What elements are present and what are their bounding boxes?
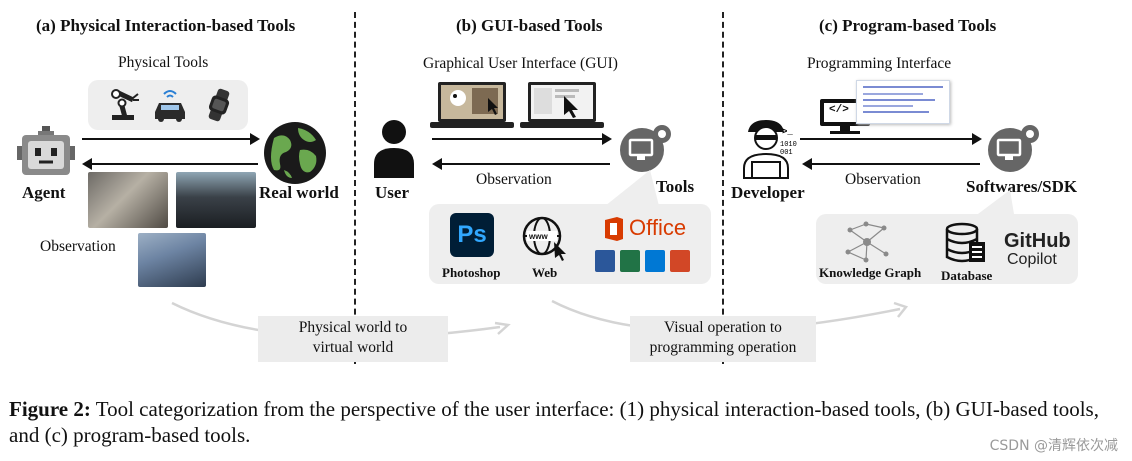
fitness-photo: [138, 233, 206, 287]
agent-label: Agent: [22, 183, 66, 202]
figure-caption: Figure 2: Tool categorization from the p…: [9, 396, 1119, 448]
database-label: Database: [941, 268, 993, 283]
robot-lab-photo: [88, 172, 168, 228]
web-label: Web: [532, 265, 558, 280]
laptop-photo-icon: [430, 82, 514, 128]
user-to-tools-arrow: [432, 133, 612, 145]
softwares-sdk-label: Softwares/SDK: [966, 177, 1078, 196]
photoshop-icon: Ps: [450, 213, 494, 257]
user-icon: [374, 120, 414, 178]
physical-to-virtual-line2: virtual world: [312, 339, 394, 356]
gui-label: Graphical User Interface (GUI): [423, 55, 618, 72]
physical-tools-panel: [88, 80, 248, 130]
powerpoint-icon: [670, 250, 690, 272]
copilot-label: Copilot: [1007, 251, 1057, 268]
excel-icon: [620, 250, 640, 272]
svg-text:001: 001: [780, 149, 793, 157]
code-tag-text: </>: [829, 104, 849, 116]
programming-interface-label: Programming Interface: [807, 55, 952, 72]
developer-icon: >_ 1010 001: [743, 120, 797, 179]
physical-to-virtual-box: Physical world to virtual world: [258, 316, 448, 362]
word-icon: [595, 250, 615, 272]
visual-to-programming-line1: Visual operation to: [664, 319, 782, 336]
observation-label-a: Observation: [40, 238, 116, 255]
sdk-items-panel: Knowledge Graph Database GitHub Copilot: [816, 214, 1078, 284]
caption-label: Figure 2:: [9, 397, 91, 421]
observation-label-b: Observation: [476, 171, 552, 188]
user-label: User: [375, 183, 409, 202]
tools-label: Tools: [656, 177, 695, 196]
caption-text: Tool categorization from the perspective…: [9, 397, 1099, 447]
sdk-to-developer-arrow: [802, 158, 980, 170]
web-globe-icon: [522, 216, 566, 261]
laptop-web-icon: [520, 82, 604, 128]
database-icon: [945, 222, 985, 263]
physical-to-virtual-line1: Physical world to: [298, 319, 408, 336]
tools-callout-tail: [600, 170, 660, 210]
section-b-title: (b) GUI-based Tools: [456, 16, 603, 35]
sdk-callout-tail: [970, 190, 1015, 220]
smartwatch-icon: [208, 88, 230, 122]
photoshop-label: Photoshop: [442, 265, 501, 280]
robot-agent-icon: [17, 126, 75, 175]
svg-text:1010: 1010: [780, 141, 797, 149]
world-to-agent-arrow: [82, 158, 258, 170]
outlook-icon: [645, 250, 665, 272]
gui-apps-panel: Ps Photoshop www Web Office: [429, 204, 711, 284]
web-www-text: www: [529, 232, 548, 241]
code-snippet: [856, 80, 950, 124]
knowledge-graph-label: Knowledge Graph: [819, 265, 922, 280]
divider-b-c: [722, 12, 724, 364]
visual-to-programming-line2: programming operation: [649, 339, 797, 356]
knowledge-graph-icon: [845, 221, 889, 263]
visual-to-programming-box: Visual operation to programming operatio…: [630, 316, 816, 362]
monitor-gear-icon: [620, 125, 671, 172]
developer-label: Developer: [731, 183, 805, 202]
office-logo-icon: [605, 217, 623, 241]
developer-to-sdk-arrow: [800, 133, 982, 145]
car-dashboard-photo: [176, 172, 256, 228]
real-world-label: Real world: [259, 183, 339, 202]
agent-to-world-arrow: [82, 133, 260, 145]
tools-to-user-arrow: [432, 158, 610, 170]
physical-tools-label: Physical Tools: [118, 54, 209, 71]
watermark: CSDN @清辉依次减: [989, 438, 1118, 454]
office-label: Office: [629, 215, 687, 240]
svg-text:>_: >_: [782, 127, 793, 137]
github-label: GitHub: [1004, 230, 1071, 252]
section-c-title: (c) Program-based Tools: [819, 16, 997, 35]
section-a-title: (a) Physical Interaction-based Tools: [36, 16, 296, 35]
sdk-monitor-gear-icon: [988, 125, 1039, 172]
observation-label-c: Observation: [845, 171, 921, 188]
robot-arm-icon: [111, 89, 139, 120]
globe-icon: [264, 122, 326, 184]
car-icon: [155, 90, 185, 122]
divider-a-b: [354, 12, 356, 364]
